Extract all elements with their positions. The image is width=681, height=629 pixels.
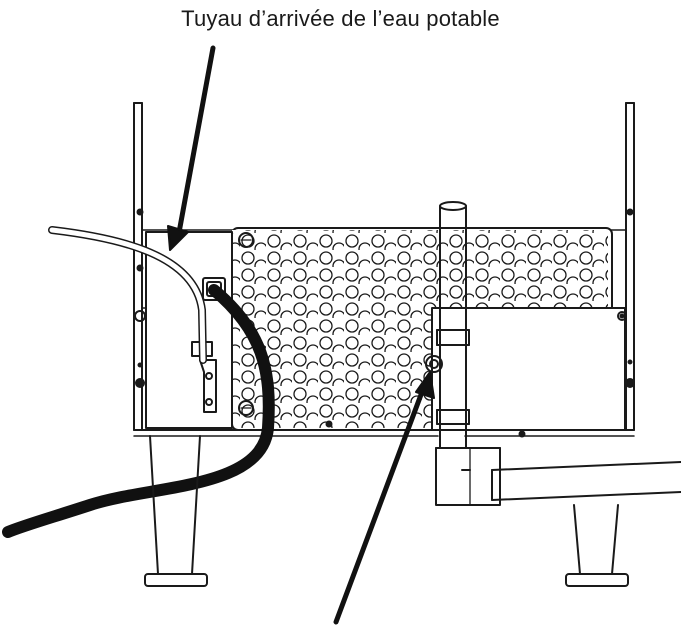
right-cover-plate <box>431 307 627 431</box>
standpipe <box>425 201 470 449</box>
callout-arrow-standpipe <box>333 389 425 625</box>
callout-arrow-inlet <box>175 45 216 241</box>
inlet-bracket <box>134 208 635 429</box>
drain-elbow <box>435 447 681 506</box>
callout-arrowhead-standpipe <box>415 371 435 399</box>
potable-water-line <box>48 226 207 364</box>
drain-hose <box>2 284 275 538</box>
water-inlet-hose-label: Tuyau d’arrivée de l’eau potable <box>181 6 500 31</box>
right-leg <box>565 504 629 587</box>
callout-arrowhead-inlet <box>167 225 189 251</box>
left-leg <box>144 435 208 587</box>
